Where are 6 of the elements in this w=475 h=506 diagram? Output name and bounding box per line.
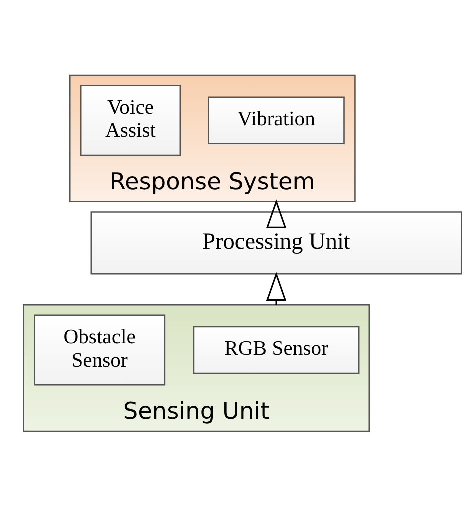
node-box: RGB Sensor [193,326,360,374]
node-box: Voice Assist [80,84,182,156]
arrow [266,272,287,305]
node-box: Vibration [208,96,345,144]
arrow [266,199,287,228]
node-box: Obstacle Sensor [34,314,166,386]
